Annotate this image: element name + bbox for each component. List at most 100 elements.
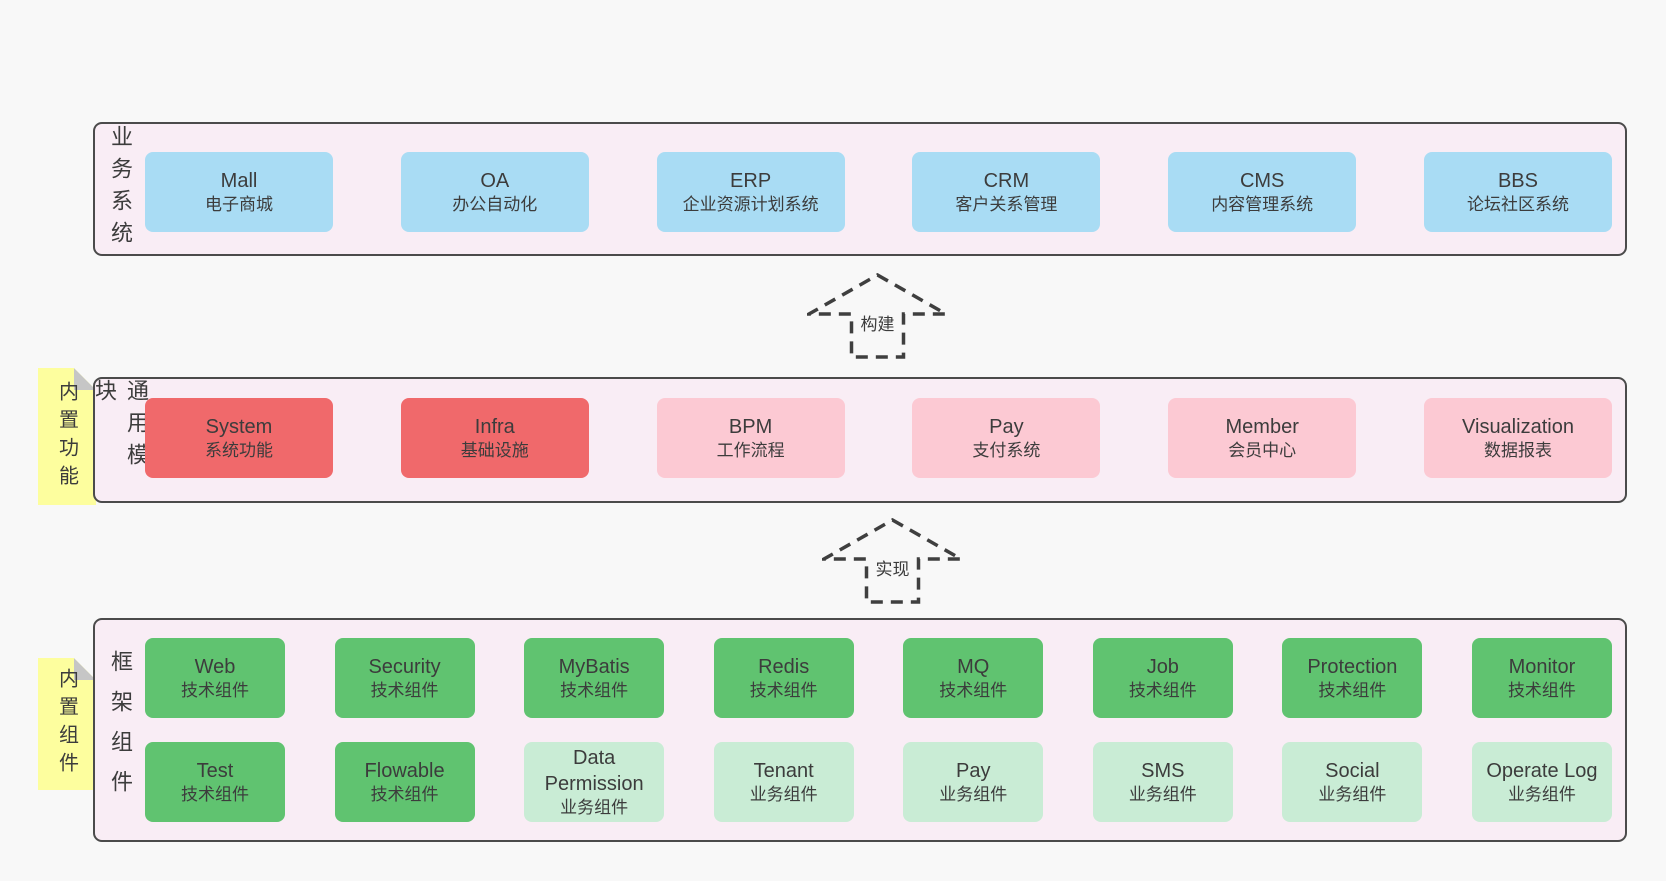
box-subtitle: 技术组件 bbox=[749, 680, 818, 700]
box-title: Protection bbox=[1307, 655, 1398, 678]
box-title: Web bbox=[194, 655, 236, 678]
box-title: Pay bbox=[989, 415, 1024, 438]
box-title: MQ bbox=[957, 655, 990, 678]
box-title: Mall bbox=[220, 169, 258, 192]
arrow-implement: 实现 bbox=[822, 518, 963, 604]
box-subtitle: 办公自动化 bbox=[452, 194, 538, 214]
box-subtitle: 客户关系管理 bbox=[955, 194, 1058, 214]
box-title: SMS bbox=[1141, 759, 1185, 782]
box-subtitle: 内容管理系统 bbox=[1211, 194, 1314, 214]
box-subtitle: 业务组件 bbox=[939, 784, 1008, 804]
box-subtitle: 系统功能 bbox=[205, 440, 273, 460]
box-title: OA bbox=[480, 169, 510, 192]
box-title: System bbox=[205, 415, 273, 438]
box-title: BPM bbox=[728, 415, 773, 438]
box-subtitle: 技术组件 bbox=[181, 784, 249, 804]
box-title: Pay bbox=[956, 759, 991, 782]
box-subtitle: 技术组件 bbox=[181, 680, 249, 700]
box-subtitle: 工作流程 bbox=[716, 440, 785, 460]
box-subtitle: 基础设施 bbox=[460, 440, 529, 460]
box-title: Member bbox=[1225, 415, 1299, 438]
box-subtitle: 技术组件 bbox=[560, 680, 629, 700]
sticky-note-built-in-features: 内置功能 bbox=[38, 368, 96, 505]
box-title: Infra bbox=[474, 415, 515, 438]
box-title: ERP bbox=[730, 169, 772, 192]
box-subtitle: 技术组件 bbox=[1507, 680, 1576, 700]
dashed-up-arrow-icon bbox=[822, 518, 963, 604]
arrow-build: 构建 bbox=[807, 273, 948, 359]
box-title: Data Permission bbox=[544, 746, 644, 795]
band-label-common-modules: 通用模块 bbox=[92, 379, 149, 475]
band-label-framework-components: 框架组件 bbox=[108, 650, 133, 810]
box-subtitle: 业务组件 bbox=[1318, 784, 1387, 804]
box-title: Visualization bbox=[1462, 415, 1574, 438]
sticky-note-label: 内置组件 bbox=[55, 668, 78, 780]
box-title: BBS bbox=[1497, 169, 1538, 192]
dashed-up-arrow-icon bbox=[807, 273, 948, 359]
box-subtitle: 业务组件 bbox=[1128, 784, 1197, 804]
box-subtitle: 技术组件 bbox=[939, 680, 1008, 700]
box-subtitle: 技术组件 bbox=[370, 784, 439, 804]
box-subtitle: 数据报表 bbox=[1483, 440, 1552, 460]
box-subtitle: 论坛社区系统 bbox=[1466, 194, 1569, 214]
box-title: Tenant bbox=[753, 759, 814, 782]
box-title: MyBatis bbox=[558, 655, 630, 678]
box-subtitle: 业务组件 bbox=[560, 797, 629, 817]
box-subtitle: 技术组件 bbox=[1318, 680, 1387, 700]
box-title: Operate Log bbox=[1486, 759, 1598, 782]
sticky-note-label: 内置功能 bbox=[55, 380, 78, 493]
box-subtitle: 企业资源计划系统 bbox=[682, 194, 819, 214]
box-title: CMS bbox=[1239, 169, 1285, 192]
box-subtitle: 业务组件 bbox=[1507, 784, 1576, 804]
box-title: Security bbox=[368, 655, 441, 678]
box-subtitle: 支付系统 bbox=[972, 440, 1041, 460]
box-subtitle: 技术组件 bbox=[1128, 680, 1197, 700]
band-label-business-systems: 业务系统 bbox=[108, 125, 133, 253]
box-title: Flowable bbox=[364, 759, 445, 782]
box-title: Test bbox=[196, 759, 234, 782]
box-subtitle: 会员中心 bbox=[1228, 440, 1297, 460]
box-subtitle: 业务组件 bbox=[749, 784, 818, 804]
box-title: Monitor bbox=[1508, 655, 1576, 678]
box-title: Redis bbox=[758, 655, 810, 678]
arrow-implement-label: 实现 bbox=[871, 554, 914, 581]
box-title: Social bbox=[1325, 759, 1380, 782]
box-title: CRM bbox=[983, 169, 1030, 192]
box-title: Job bbox=[1146, 655, 1179, 678]
